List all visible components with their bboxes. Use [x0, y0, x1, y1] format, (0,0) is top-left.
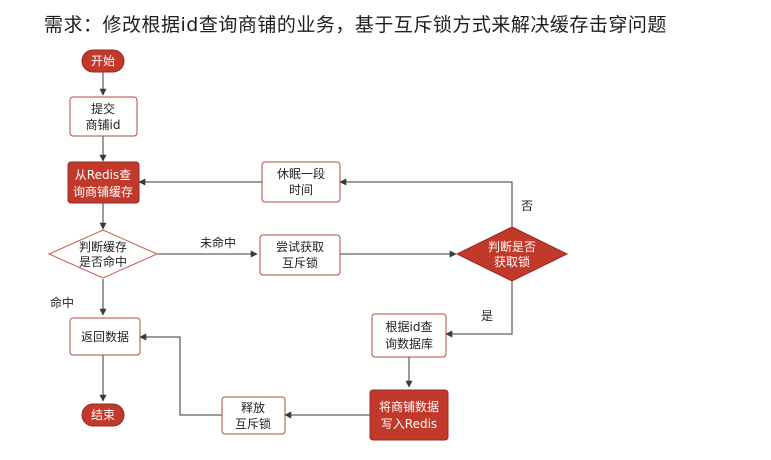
query-redis-label-line2: 询商铺缓存 — [73, 184, 133, 199]
release-lock-node: 释放 互斥锁 — [221, 396, 286, 435]
release-lock-label-line2: 互斥锁 — [235, 416, 271, 431]
edge-release-return — [139, 333, 222, 416]
end-node: 结束 — [81, 403, 125, 427]
cache-hit-label-line2: 是否命中 — [79, 254, 127, 269]
start-label: 开始 — [91, 54, 115, 68]
query-db-label-line1: 根据id查 — [386, 320, 433, 334]
return-data-label: 返回数据 — [81, 329, 129, 344]
write-redis-label-line2: 写入Redis — [381, 417, 437, 431]
page-title: 需求：修改根据id查询商铺的业务，基于互斥锁方式来解决缓存击穿问题 — [44, 14, 667, 36]
sleep-label-line1: 休眠一段 — [277, 166, 325, 181]
write-redis-label-line1: 将商铺数据 — [379, 399, 439, 414]
edge-decision-querydb — [445, 281, 513, 338]
edge-label-yes: 是 — [481, 309, 493, 323]
try-lock-label-line2: 互斥锁 — [282, 255, 318, 270]
return-data-node: 返回数据 — [69, 317, 141, 356]
cache-hit-label-line1: 判断缓存 — [79, 239, 127, 254]
release-lock-label-line1: 释放 — [241, 400, 265, 415]
end-label: 结束 — [91, 408, 115, 422]
sleep-label-line2: 时间 — [289, 183, 313, 197]
query-redis-node: 从Redis查 询商铺缓存 — [67, 161, 140, 204]
submit-shop-id-node: 提交 商铺id — [69, 96, 138, 137]
query-db-label-line2: 询数据库 — [385, 336, 433, 351]
query-redis-label-line1: 从Redis查 — [75, 168, 131, 182]
lock-acquired-decision: 判断是否 获取锁 — [455, 226, 569, 282]
lock-decision-label-line1: 判断是否 — [488, 239, 536, 254]
edge-label-miss: 未命中 — [200, 235, 236, 250]
edge-decision-sleep — [339, 178, 513, 227]
try-lock-label-line1: 尝试获取 — [276, 239, 324, 254]
try-lock-node: 尝试获取 互斥锁 — [259, 234, 341, 276]
edge-label-hit: 命中 — [50, 295, 74, 310]
submit-label-line1: 提交 — [91, 101, 115, 116]
submit-label-line2: 商铺id — [86, 117, 121, 132]
start-node: 开始 — [81, 49, 125, 73]
lock-decision-label-line2: 获取锁 — [494, 254, 530, 269]
sleep-node: 休眠一段 时间 — [261, 161, 341, 203]
cache-hit-decision: 判断缓存 是否命中 — [47, 229, 159, 279]
edge-label-no: 否 — [521, 199, 533, 213]
write-redis-node: 将商铺数据 写入Redis — [369, 389, 449, 441]
query-db-node: 根据id查 询数据库 — [371, 313, 447, 358]
